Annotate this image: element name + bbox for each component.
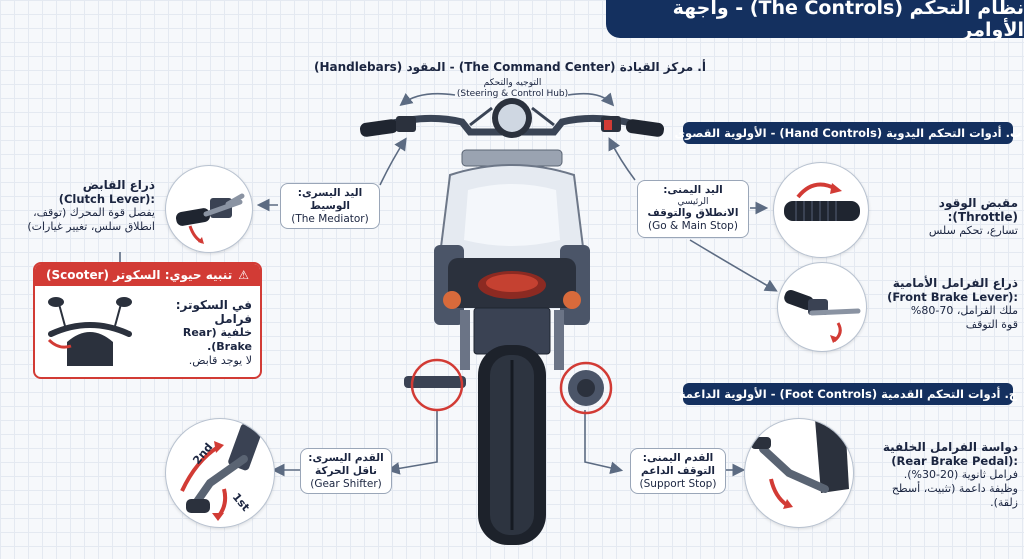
right-hand-line2: الرئيسي bbox=[677, 197, 709, 207]
scooter-line2: خلفية (Rear Brake). bbox=[182, 326, 252, 353]
warning-icon: ⚠ bbox=[238, 268, 249, 282]
steering-hub-label: التوجيه والتحكم (Steering & Control Hub) bbox=[440, 78, 585, 100]
front-brake-lever-icon bbox=[777, 262, 867, 352]
left-hand-line2: الوسيط bbox=[310, 200, 350, 212]
rear-brake-en: (Rear Brake Pedal): bbox=[891, 454, 1018, 468]
hub-arrow-left bbox=[399, 92, 456, 106]
throttle-title: مقبض الوقود (Throttle): bbox=[938, 196, 1018, 224]
clutch-lever-icon bbox=[165, 165, 253, 253]
scooter-line3: لا يوجد قابض. bbox=[188, 354, 252, 367]
front-brake-title: ذراع الفرامل الأمامية bbox=[892, 276, 1018, 290]
section-a-heading: أ. مركز القيادة (The Command Center) - ا… bbox=[314, 60, 706, 74]
right-foot-line1: القدم اليمنى: bbox=[642, 452, 714, 464]
throttle-desc: تسارع، تحكم سلس bbox=[928, 224, 1018, 237]
right-hand-line4: (Go & Main Stop) bbox=[648, 220, 738, 232]
right-foot-line3: (Support Stop) bbox=[639, 478, 717, 490]
left-hand-line3: (The Mediator) bbox=[291, 213, 369, 225]
clutch-text: ذراع القابض (Clutch Lever): يفصل قوة الم… bbox=[10, 178, 155, 234]
left-foot-line1: القدم اليسرى: bbox=[308, 452, 384, 464]
steering-hub-en: (Steering & Control Hub) bbox=[456, 89, 569, 99]
right-hand-line1: اليد اليمنى: bbox=[663, 184, 723, 196]
right-foot-line2: التوقف الداعم bbox=[640, 465, 716, 477]
scooter-warning-heading: ⚠ تنبيه حيوي: السكوتر (Scooter) bbox=[35, 264, 260, 286]
clutch-en: (Clutch Lever): bbox=[58, 192, 155, 206]
left-foot-line2: ناقل الحركة bbox=[315, 465, 377, 477]
rear-brake-desc1: فرامل ثانوية (20-30%). bbox=[903, 468, 1018, 481]
page-title: نظام التحكم (The Controls) - واجهة الأوا… bbox=[606, 0, 1024, 41]
left-foot-box: القدم اليسرى: ناقل الحركة (Gear Shifter) bbox=[300, 448, 392, 494]
right-foot-arrow bbox=[584, 410, 624, 475]
rear-brake-pedal-icon bbox=[744, 418, 854, 528]
clutch-desc2: انطلاق سلس، تغيير غيارات) bbox=[27, 220, 155, 233]
right-hand-to-brake bbox=[689, 239, 778, 292]
throttle-text: مقبض الوقود (Throttle): تسارع، تحكم سلس bbox=[870, 196, 1018, 238]
steering-hub-ar: التوجيه والتحكم bbox=[483, 78, 542, 88]
clutch-title: ذراع القابض bbox=[82, 178, 155, 192]
scooter-line1: في السكوتر: فرامل bbox=[175, 298, 252, 326]
rear-brake-desc3: زلقة). bbox=[990, 496, 1018, 509]
left-hand-box: اليد اليسرى: الوسيط (The Mediator) bbox=[280, 183, 380, 229]
scooter-handlebar-icon bbox=[47, 297, 132, 366]
section-c-heading: ج. أدوات التحكم القدمية (Foot Controls) … bbox=[679, 383, 1017, 405]
front-brake-en: (Front Brake Lever): bbox=[887, 290, 1018, 304]
rear-brake-title: دواسة الفرامل الخلفية bbox=[882, 440, 1018, 454]
right-foot-box: القدم اليمنى: التوقف الداعم (Support Sto… bbox=[630, 448, 726, 494]
gear-down-label: 1st bbox=[230, 491, 252, 514]
right-hand-box: اليد اليمنى: الرئيسي الانطلاق والتوقف (G… bbox=[637, 180, 749, 238]
scooter-warning: ⚠ تنبيه حيوي: السكوتر (Scooter) في السكو… bbox=[33, 262, 262, 379]
left-foot-line3: (Gear Shifter) bbox=[310, 478, 382, 490]
section-b-heading: ب. أدوات التحكم اليدوية (Hand Controls) … bbox=[674, 122, 1022, 144]
front-brake-text: ذراع الفرامل الأمامية (Front Brake Lever… bbox=[870, 276, 1018, 332]
front-brake-desc2: قوة التوقف bbox=[965, 318, 1018, 331]
scooter-warning-title: تنبيه حيوي: السكوتر (Scooter) bbox=[46, 268, 233, 282]
left-hand-arrow-up bbox=[379, 137, 407, 186]
right-hand-line3: الانطلاق والتوقف bbox=[647, 207, 739, 219]
left-foot-arrow bbox=[386, 410, 438, 475]
right-hand-arrow-up bbox=[608, 137, 636, 181]
hub-arrow-right bbox=[567, 92, 615, 107]
throttle-icon bbox=[773, 162, 869, 258]
left-hand-line1: اليد اليسرى: bbox=[297, 187, 363, 199]
gear-shifter-icon: 2nd 1st bbox=[165, 418, 275, 528]
scooter-warning-body: في السكوتر: فرامل خلفية (Rear Brake). لا… bbox=[140, 298, 252, 368]
rear-brake-desc2: وظيفة داعمة (تثبيت، أسطح bbox=[891, 482, 1018, 495]
rear-brake-text: دواسة الفرامل الخلفية (Rear Brake Pedal)… bbox=[858, 440, 1018, 510]
front-brake-desc1: ملك الفرامل، 70-80% bbox=[910, 304, 1018, 317]
clutch-desc1: يفصل قوة المحرك (توقف، bbox=[33, 206, 155, 219]
